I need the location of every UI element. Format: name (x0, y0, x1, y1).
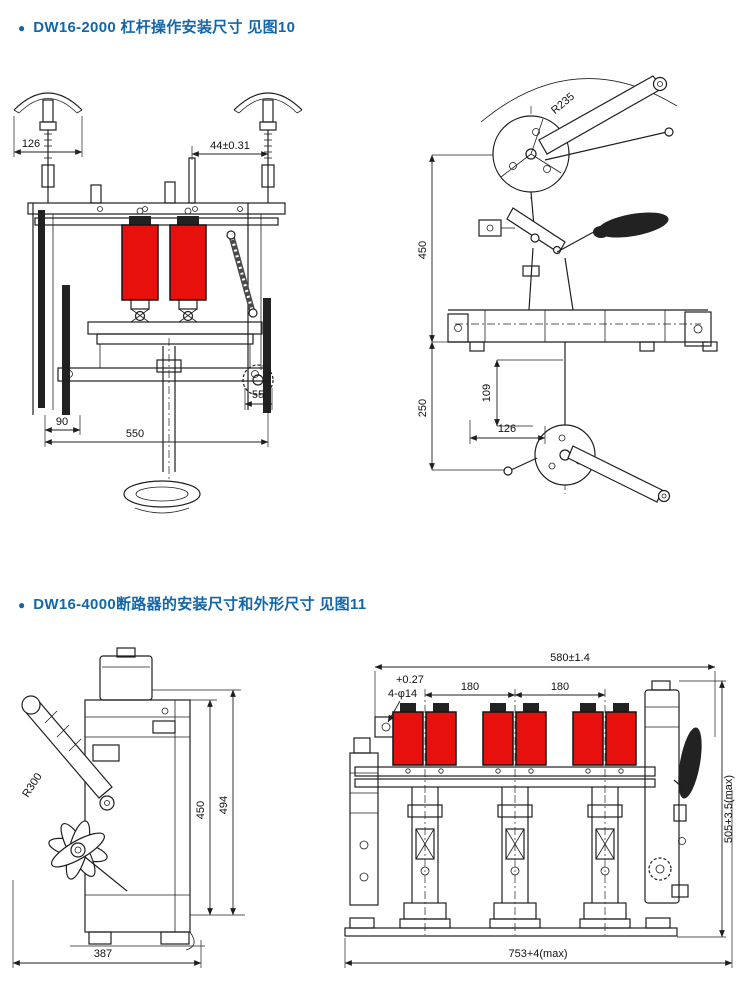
bullet-icon: ● (18, 597, 26, 612)
mounting-frame (447, 309, 718, 352)
dimension-180-b: 180 (514, 681, 606, 698)
lever-arm-r235 (480, 75, 678, 161)
dim-label-250: 250 (417, 399, 429, 417)
dimension-126-side: 126 (469, 420, 546, 444)
dim-label-109: 109 (481, 384, 493, 402)
operating-handle-grip (678, 727, 702, 799)
dim-label-180-b: 180 (551, 681, 569, 693)
section-title-fig11: DW16-4000断路器的安装尺寸和外形尺寸 见图11 (33, 596, 367, 613)
dim-label-387: 387 (94, 948, 112, 960)
dim-label-126: 126 (22, 138, 40, 150)
left-side-panel (349, 737, 379, 906)
section-header-fig11: ● DW16-4000断路器的安装尺寸和外形尺寸 见图11 (18, 593, 366, 614)
dim-label-580: 580±1.4 (550, 652, 590, 664)
dimension-494: 494 (152, 689, 241, 916)
dimension-753: 753+4(max) (344, 790, 733, 968)
fig11-front-view-drawing: 580±1.4 +0.27 4-φ14 180 180 (344, 652, 735, 968)
base-plate (344, 917, 678, 937)
dimension-450: 450 (417, 154, 493, 343)
dimension-580: 580±1.4 (374, 652, 716, 737)
foot-pedal (123, 480, 201, 514)
dim-label-tolerance: +0.27 (396, 674, 424, 686)
breaker-frame (27, 181, 286, 415)
dimension-126: 126 (13, 116, 83, 157)
fig11-side-view-drawing: R300 450 494 (12, 647, 245, 968)
dim-label-126-side: 126 (498, 423, 516, 435)
dimension-55: 55 (244, 388, 273, 410)
oil-dashpot (99, 647, 153, 701)
insulator-grip-right (233, 92, 303, 203)
dim-label-r300: R300 (20, 771, 44, 800)
fig10-side-view-drawing: R235 (417, 75, 718, 503)
linkage-mechanism (478, 191, 602, 311)
busbar-rails (354, 766, 656, 788)
dim-label-55: 55 (252, 389, 264, 401)
right-tank-and-handle (644, 680, 702, 904)
spring-damper (226, 230, 258, 318)
pole-mechanism-2 (489, 787, 541, 935)
section-header-fig10: ● DW16-2000 杠杆操作安装尺寸 见图10 (18, 16, 295, 37)
dim-label-90: 90 (56, 416, 68, 428)
dim-label-494: 494 (218, 796, 230, 814)
arc-coils-six (392, 703, 637, 766)
lever-arm-r300 (21, 695, 115, 811)
base-feet (70, 931, 205, 951)
pole-mechanism-1 (399, 787, 451, 935)
dimension-109: 109 (481, 359, 563, 427)
dimension-250: 250 (417, 341, 505, 471)
dim-label-753: 753+4(max) (508, 948, 567, 960)
fig10-front-view-drawing: 126 44±0.31 (13, 92, 303, 514)
arc-coil-left (121, 207, 159, 323)
dim-label-holes: 4-φ14 (388, 688, 417, 700)
pole-mechanism-3 (579, 787, 631, 935)
dimension-180-a: 180 (424, 681, 516, 698)
upper-cam-wheel (492, 106, 570, 202)
dim-label-44: 44±0.31 (210, 140, 250, 152)
lower-cam-wheel (503, 424, 671, 503)
fan-star-spring (48, 820, 128, 892)
operating-handle (593, 212, 669, 238)
bullet-icon: ● (18, 20, 26, 35)
dimension-387: 387 (12, 880, 202, 968)
dim-label-r235: R235 (549, 91, 577, 117)
section-title-fig10: DW16-2000 杠杆操作安装尺寸 见图10 (33, 19, 296, 36)
operating-shaft (156, 338, 182, 482)
dim-label-450-side: 450 (195, 801, 207, 819)
ratchet-wheel (242, 364, 274, 396)
dimension-550: 550 (44, 385, 269, 447)
dim-label-505: 505+3.5(max) (723, 775, 735, 843)
arc-coil-right (169, 207, 207, 323)
dimension-44: 44±0.31 (188, 140, 269, 204)
dim-label-550: 550 (126, 428, 144, 440)
dim-label-180-a: 180 (461, 681, 479, 693)
breaker-body (84, 699, 191, 933)
dim-label-450: 450 (417, 241, 429, 259)
